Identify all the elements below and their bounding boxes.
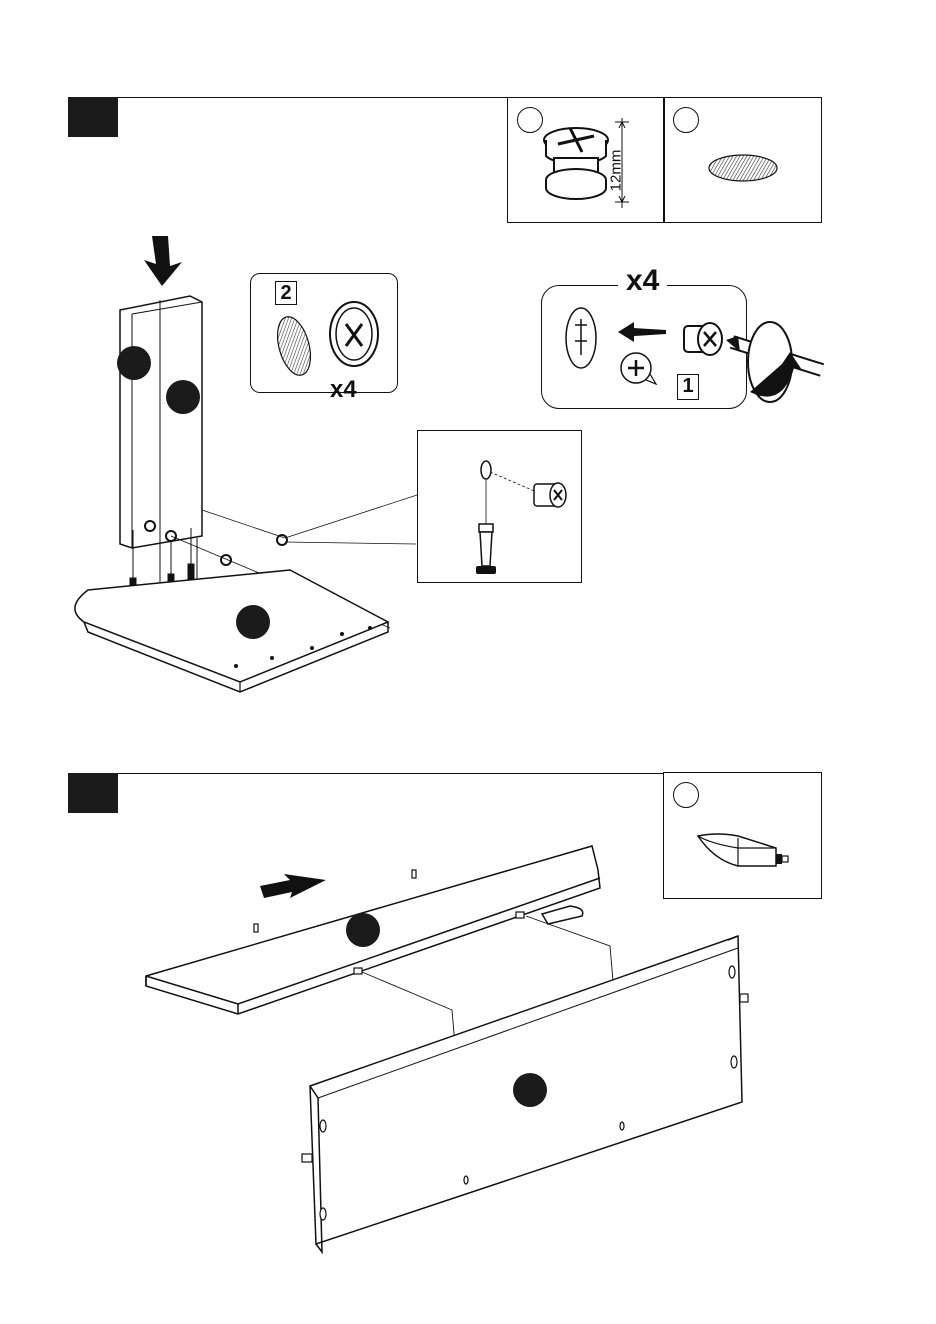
part-2-badge xyxy=(673,107,699,133)
detail-tighten-qty: x4 xyxy=(618,266,667,296)
cam-lock-dimension-label: 12mm xyxy=(607,150,624,192)
rotate-screw-icon xyxy=(616,348,662,388)
zoom-detail-drawing xyxy=(420,440,580,580)
step-2-header-line xyxy=(118,773,666,774)
part-marker-side-panel-b xyxy=(166,380,200,414)
cover-cap-icon xyxy=(705,150,785,186)
cam-lock-head-icon xyxy=(326,296,382,372)
detail-cover-qty: x4 xyxy=(330,378,357,402)
part-marker-back-panel xyxy=(513,1073,547,1107)
cover-cap-icon xyxy=(268,310,320,382)
step-1-hardware-divider xyxy=(663,97,665,223)
detail-cover-part-label: 2 xyxy=(275,281,297,305)
step-1-header-line xyxy=(118,97,508,98)
step-2-assembly-drawing xyxy=(140,840,760,1260)
step-1-number-box xyxy=(68,97,118,137)
detail-tighten-part-label: 1 xyxy=(677,374,699,400)
part-marker-side-panel-a xyxy=(117,346,151,380)
cam-hole-icon xyxy=(563,305,599,371)
insert-arrow-icon xyxy=(618,322,666,342)
screwdriver-icon xyxy=(722,312,832,412)
step-2-number-box xyxy=(68,773,118,813)
cam-lock-icon xyxy=(678,318,726,360)
part-marker-top-shelf xyxy=(346,913,380,947)
part-3-badge xyxy=(673,782,699,808)
part-marker-base-board xyxy=(236,605,270,639)
